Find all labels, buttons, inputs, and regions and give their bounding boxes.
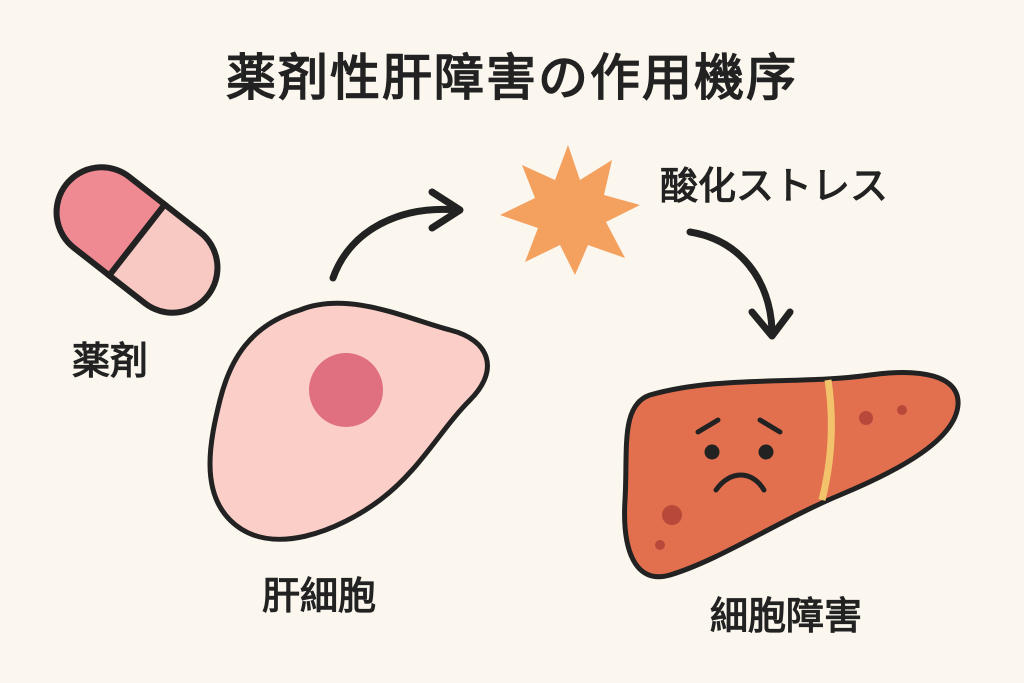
damaged-liver-icon (622, 370, 961, 580)
sad-face-icon (695, 417, 783, 493)
oxidative-stress-label: 酸化ストレス (660, 164, 889, 208)
nucleus-icon (309, 353, 383, 427)
drug-label: 薬剤 (72, 339, 149, 383)
diagram-title: 薬剤性肝障害の作用機序 (226, 49, 798, 107)
cell-damage-label: 細胞障害 (710, 594, 863, 638)
hepatocyte-icon (207, 300, 490, 542)
pill-icon (53, 164, 221, 316)
hepatocyte-label: 肝細胞 (262, 574, 377, 618)
arrow-icon (686, 228, 794, 340)
arrow-icon (329, 188, 464, 282)
oxidative-stress-star-icon (500, 145, 640, 275)
